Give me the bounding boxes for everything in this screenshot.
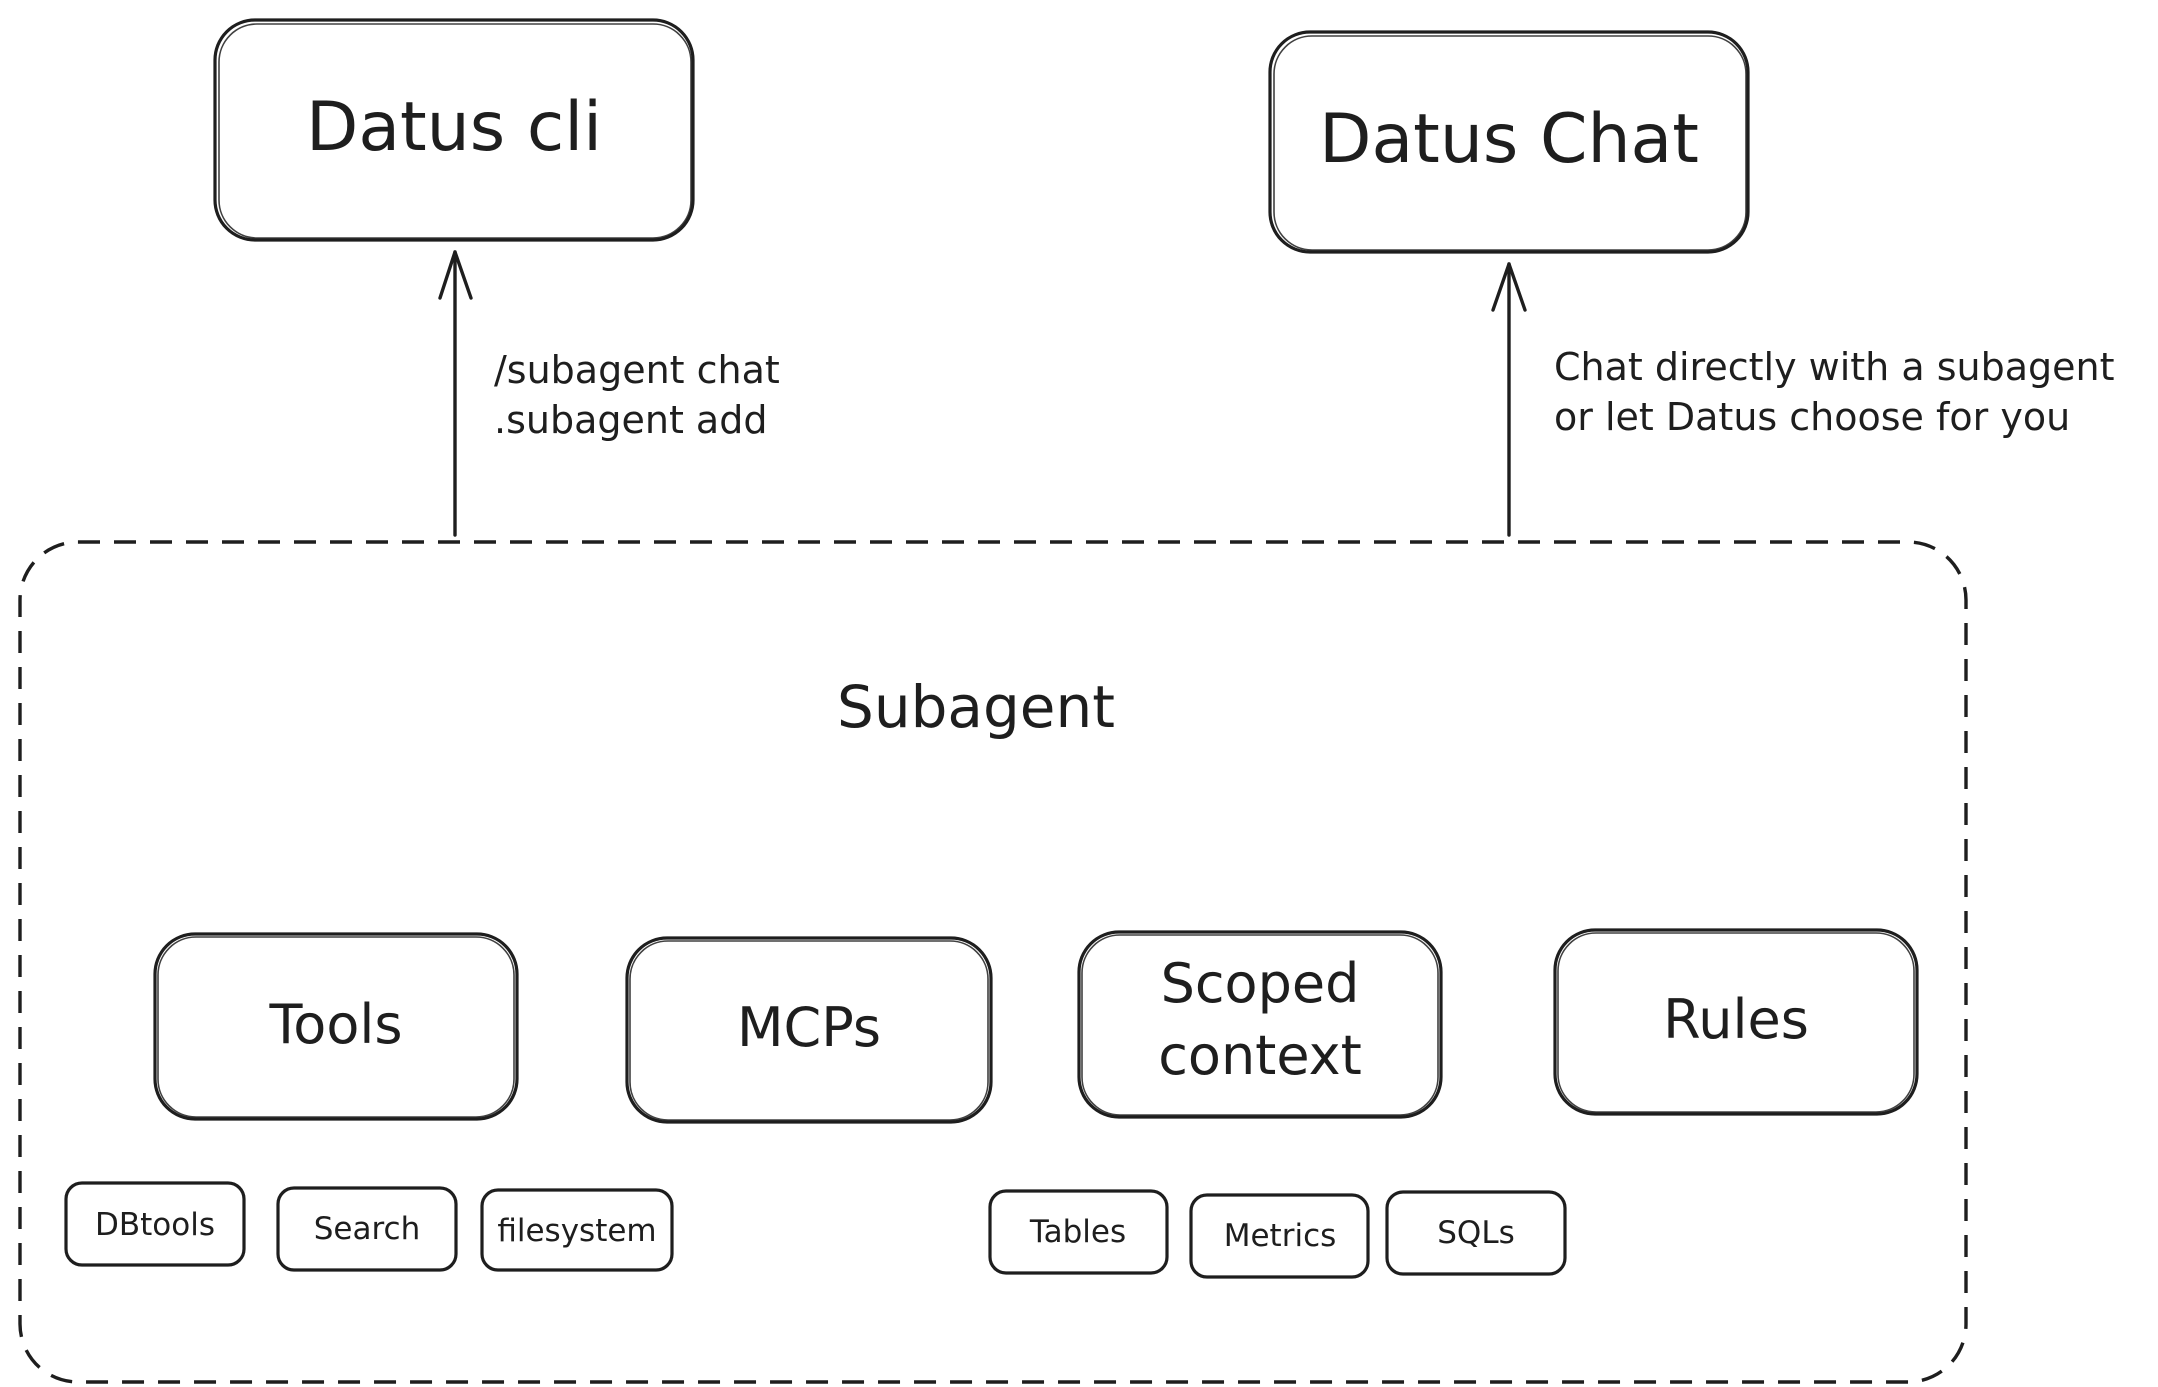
component-rules: Rules bbox=[1553, 928, 1919, 1116]
subagent-title: Subagent bbox=[837, 673, 1115, 741]
component-mcps-label: MCPs bbox=[737, 996, 881, 1059]
chat-edge-label: Chat directly with a subagent or let Dat… bbox=[1554, 345, 2114, 439]
context-item-sqls: SQLs bbox=[1385, 1190, 1567, 1276]
context-item-tables-label: Tables bbox=[1029, 1214, 1126, 1250]
tool-item-search-label: Search bbox=[314, 1211, 421, 1247]
cli-edge-label: /subagent chat .subagent add bbox=[494, 348, 780, 442]
context-item-metrics-label: Metrics bbox=[1224, 1218, 1337, 1254]
datus-chat-label: Datus Chat bbox=[1319, 100, 1699, 179]
context-item-tables: Tables bbox=[988, 1189, 1169, 1275]
tool-item-dbtools: DBtools bbox=[64, 1181, 246, 1267]
datus-cli-label: Datus cli bbox=[306, 88, 602, 167]
component-rules-label: Rules bbox=[1663, 988, 1809, 1051]
component-tools-label: Tools bbox=[268, 993, 402, 1056]
tool-item-dbtools-label: DBtools bbox=[95, 1207, 215, 1243]
arrow-to-datus-cli bbox=[438, 250, 473, 537]
tool-item-filesystem-label: filesystem bbox=[497, 1213, 656, 1249]
context-item-sqls-label: SQLs bbox=[1437, 1215, 1515, 1251]
component-scoped-context-line-2: context bbox=[1158, 1024, 1362, 1087]
tool-item-filesystem: filesystem bbox=[480, 1188, 674, 1272]
component-scoped-context-line-1: Scoped bbox=[1161, 952, 1360, 1015]
tool-item-search: Search bbox=[276, 1186, 458, 1272]
context-item-metrics: Metrics bbox=[1189, 1193, 1370, 1279]
cli-edge-line-1: /subagent chat bbox=[494, 348, 780, 392]
component-tools: Tools bbox=[153, 932, 519, 1121]
arrow-to-datus-chat bbox=[1491, 262, 1527, 537]
cli-edge-line-2: .subagent add bbox=[494, 398, 767, 442]
datus-chat-node: Datus Chat bbox=[1268, 30, 1750, 254]
chat-edge-line-2: or let Datus choose for you bbox=[1554, 395, 2070, 439]
datus-cli-node: Datus cli bbox=[213, 18, 695, 242]
component-scoped-context: Scoped context bbox=[1077, 930, 1443, 1119]
chat-edge-line-1: Chat directly with a subagent bbox=[1554, 345, 2114, 389]
subagent-container: Subagent bbox=[18, 540, 1968, 1384]
component-mcps: MCPs bbox=[625, 936, 993, 1124]
